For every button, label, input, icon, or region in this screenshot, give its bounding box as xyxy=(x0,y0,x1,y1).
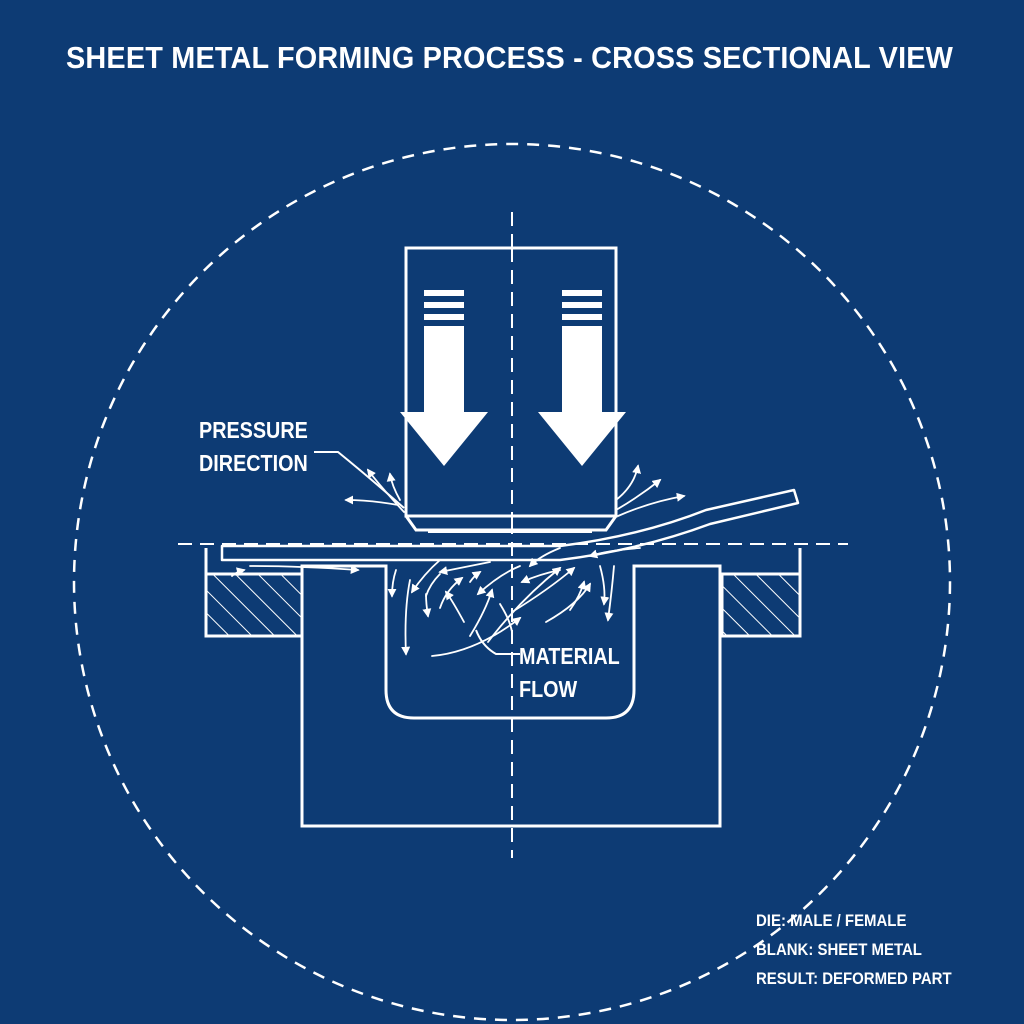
pressure-direction-label: PRESSURE DIRECTION xyxy=(199,417,308,476)
pressure-arrow-right xyxy=(538,290,626,466)
blank-holder-left xyxy=(204,572,304,638)
material-flow-label: MATERIAL FLOW xyxy=(519,643,620,702)
diagram-title: SHEET METAL FORMING PROCESS - CROSS SECT… xyxy=(66,40,954,75)
female-die xyxy=(300,564,722,828)
legend-die: DIE: MALE / FEMALE xyxy=(756,911,907,930)
pressure-arrow-left xyxy=(400,290,488,466)
legend: DIE: MALE / FEMALE BLANK: SHEET METAL RE… xyxy=(756,906,952,993)
material-flow-leader-line xyxy=(475,629,520,655)
legend-blank: BLANK: SHEET METAL xyxy=(756,940,922,959)
blank-holder-right xyxy=(720,572,802,638)
material-flow-lines xyxy=(231,464,686,657)
boundary-circle xyxy=(72,142,952,1022)
legend-result: RESULT: DEFORMED PART xyxy=(756,969,952,988)
